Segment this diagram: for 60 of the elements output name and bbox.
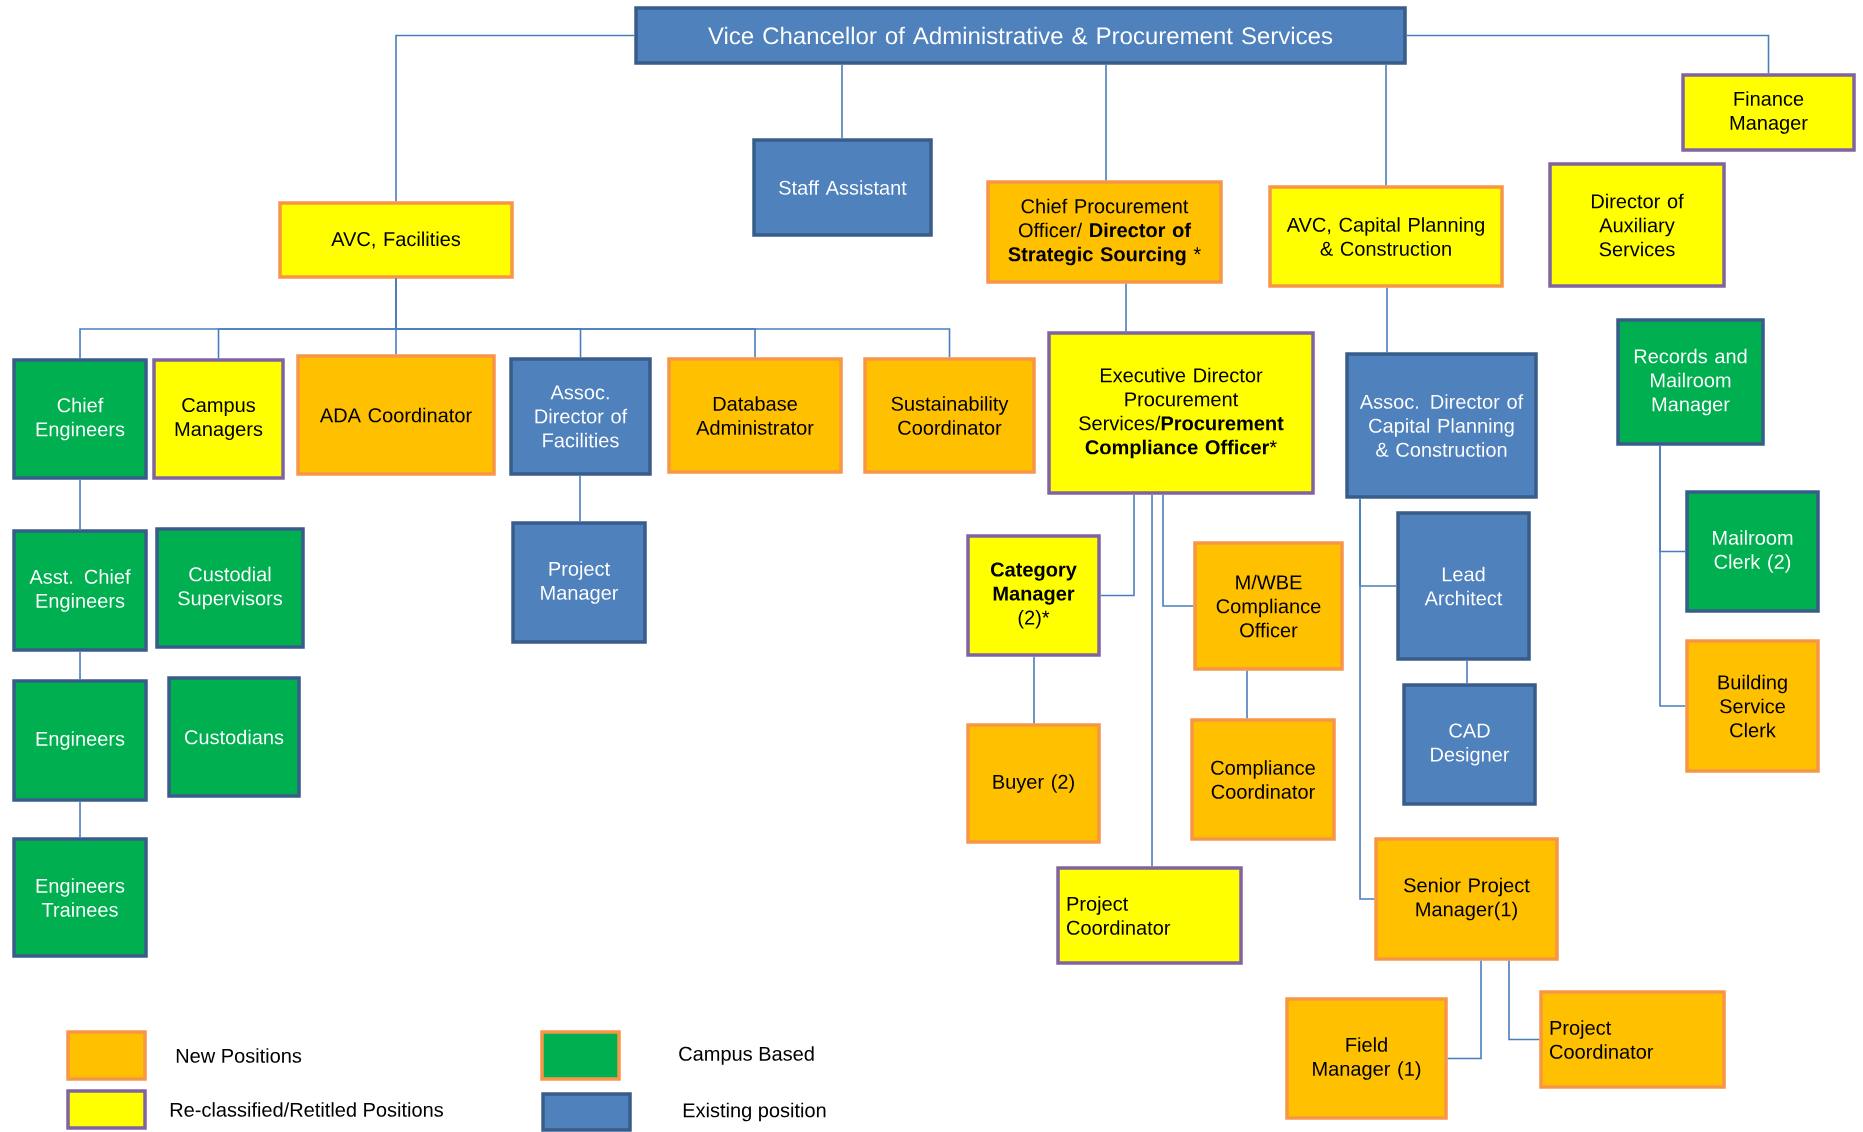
connector-line: [79, 650, 81, 681]
connector-line: [1466, 659, 1468, 685]
existing-position-box: Project Manager: [511, 521, 647, 644]
connector-line: [579, 474, 581, 523]
connector-line: [1385, 63, 1387, 187]
connector-line: [79, 800, 81, 839]
campus-position-box: Custodial Supervisors: [155, 527, 305, 649]
legend-label: Existing position: [683, 1102, 826, 1122]
existing-position-box: CAD Designer: [1402, 683, 1537, 806]
new-position-box: Field Manager (1): [1285, 997, 1448, 1120]
connector-line: [1246, 669, 1248, 720]
new-position-box: Compliance Coordinator: [1190, 718, 1336, 841]
connector-line: [395, 34, 636, 203]
connector-line: [1446, 959, 1482, 1060]
new-position-box: Sustainability Coordinator: [863, 357, 1036, 474]
campus-position-box: Custodians: [167, 676, 301, 798]
reclassified-position-box: Finance Manager: [1681, 73, 1856, 152]
new-position-box: Buyer (2): [966, 723, 1101, 844]
connector-line: [1033, 655, 1035, 725]
new-position-box: Database Administrator: [667, 357, 843, 474]
reclassified-position-box: Campus Managers: [152, 358, 285, 480]
reclassified-position-box: AVC, Capital Planning & Construction: [1268, 185, 1504, 288]
reclassified-position-box: Executive Director Procurement Services/Procurement Compliance Officer*: [1047, 331, 1315, 495]
connector-line: [1386, 286, 1388, 354]
connector-line: [1359, 497, 1376, 900]
connector-line: [1659, 444, 1687, 707]
existing-position-box: Vice Chancellor of Administrative & Procurement Services: [634, 6, 1407, 65]
new-position-box: Project Coordinator: [1539, 990, 1726, 1089]
existing-position-box: Assoc. Director of Facilities: [509, 357, 652, 476]
existing-position-box: Staff Assistant: [752, 138, 933, 237]
connector-line: [1162, 493, 1195, 607]
legend-label: New Positions: [176, 1048, 302, 1063]
campus-position-box: Engineers Trainees: [12, 837, 148, 958]
connector-line: [79, 478, 81, 531]
new-position-box: ADA Coordinator: [296, 354, 496, 476]
campus-position-box: Chief Engineers: [12, 358, 148, 480]
reclassified-position-box: Category Manager (2)*: [966, 534, 1101, 657]
connector-line: [1151, 493, 1153, 868]
campus-position-box: Engineers: [12, 679, 148, 802]
new-position-box: Senior Project Manager(1): [1374, 837, 1559, 961]
campus-position-box: Mailroom Clerk (2): [1685, 490, 1820, 613]
connector-line: [395, 277, 951, 359]
new-position-box: Building Service Clerk: [1685, 639, 1820, 773]
new-position-box: Chief Procurement Officer/ Director of Strategic Sourcing*: [986, 180, 1223, 284]
reclassified-position-box: Project Coordinator: [1056, 866, 1243, 965]
reclassified-position-box: Director of Auxiliary Services: [1548, 162, 1726, 288]
new-position-box: M/WBE Compliance Officer: [1193, 541, 1344, 671]
campus-position-box: Asst. Chief Engineers: [12, 529, 148, 652]
campus-position-box: Records and Mailroom Manager: [1616, 318, 1765, 446]
existing-position-box: Lead Architect: [1396, 511, 1531, 661]
connector-line: [1105, 63, 1107, 182]
reclassified-position-box: AVC, Facilities: [278, 201, 514, 279]
connector-line: [1405, 34, 1770, 75]
legend-label: Campus Based: [679, 1046, 814, 1065]
connector-line: [1508, 959, 1541, 1041]
connector-line: [1125, 282, 1127, 333]
connector-line: [1099, 493, 1135, 597]
legend-label: Re-classified/Retitled Positions: [170, 1102, 443, 1117]
existing-position-box: Assoc. Director of Capital Planning & Construction: [1345, 352, 1538, 499]
connector-line: [841, 63, 843, 140]
